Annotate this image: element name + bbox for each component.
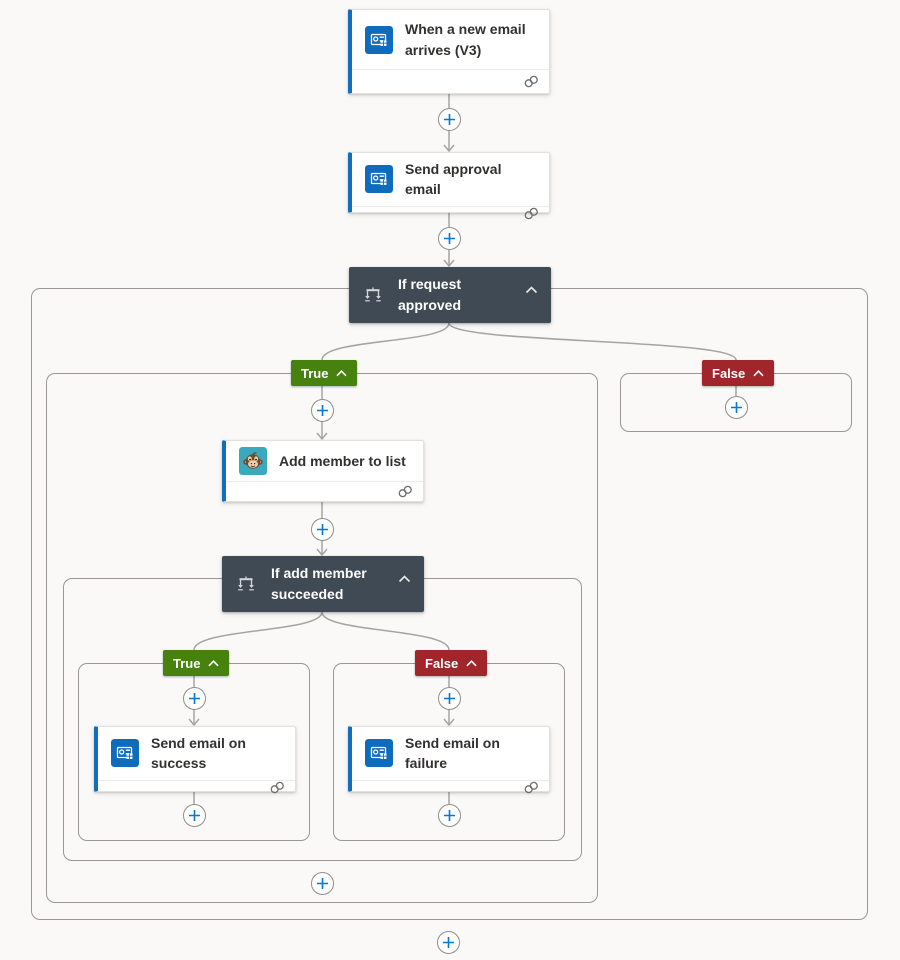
action-card-send-email-on-failure[interactable]: Send email on failure — [348, 726, 550, 794]
plus-icon — [444, 114, 455, 125]
chevron-up-icon — [466, 659, 477, 666]
action-card-send-approval-email[interactable]: Send approval email — [348, 152, 550, 219]
condition-title: If add member succeeded — [271, 565, 367, 602]
insert-step-button[interactable] — [438, 804, 461, 827]
insert-step-button[interactable] — [438, 108, 461, 131]
plus-icon — [443, 937, 454, 948]
insert-step-button[interactable] — [183, 804, 206, 827]
card-header: Send email on success — [98, 727, 295, 780]
condition-card-if-request-approved[interactable]: If request approved — [349, 267, 551, 323]
branch-label: False — [425, 655, 459, 671]
connection-link-icon[interactable] — [523, 75, 540, 88]
action-card-send-email-on-success[interactable]: Send email on success — [94, 726, 296, 794]
condition-title: If request approved — [398, 276, 462, 313]
connection-link-icon[interactable] — [269, 781, 286, 794]
plus-icon — [189, 810, 200, 821]
action-card-add-member-to-list[interactable]: Add member to list — [222, 440, 424, 502]
card-footer — [352, 779, 549, 794]
branch-badge-false-outer[interactable]: False — [702, 360, 775, 386]
condition-branch-icon — [365, 287, 381, 302]
branch-label: True — [301, 365, 329, 381]
plus-icon — [317, 405, 328, 416]
insert-step-button[interactable] — [438, 227, 461, 250]
insert-step-button[interactable] — [437, 931, 460, 954]
card-header: Add member to list — [226, 441, 423, 481]
plus-icon — [444, 810, 455, 821]
connection-link-icon[interactable] — [397, 485, 414, 498]
branch-label: True — [173, 655, 201, 671]
branch-badge-false-inner[interactable]: False — [415, 650, 488, 676]
card-header: Send approval email — [352, 153, 549, 206]
outlook-mail-icon — [111, 739, 139, 768]
plus-icon — [444, 233, 455, 244]
card-title: When a new email arrives (V3) — [405, 21, 526, 58]
mailchimp-monkey-icon — [239, 447, 267, 475]
branch-badge-true-inner[interactable]: True — [163, 650, 230, 676]
card-title: Send email on failure — [405, 735, 500, 772]
outlook-mail-icon — [365, 25, 393, 54]
card-footer — [226, 481, 423, 501]
chevron-up-icon — [208, 659, 220, 666]
insert-step-button[interactable] — [311, 872, 334, 895]
card-title: Send approval email — [405, 161, 502, 198]
branch-label: False — [712, 365, 746, 381]
plus-icon — [317, 878, 328, 889]
insert-step-button[interactable] — [183, 687, 206, 710]
insert-step-button[interactable] — [311, 518, 334, 541]
card-title: Add member to list — [279, 452, 406, 469]
card-footer — [352, 205, 549, 220]
condition-card-if-add-member-succeeded[interactable]: If add member succeeded — [222, 556, 424, 612]
card-header: Send email on failure — [352, 727, 549, 780]
insert-step-button[interactable] — [311, 399, 334, 422]
card-title: Send email on success — [151, 735, 246, 772]
card-header: When a new email arrives (V3) — [352, 10, 549, 69]
branch-badge-true-outer[interactable]: True — [291, 360, 358, 386]
plus-icon — [317, 524, 328, 535]
card-footer — [352, 69, 549, 93]
plus-icon — [731, 402, 742, 413]
chevron-up-icon[interactable] — [525, 281, 538, 299]
connection-link-icon[interactable] — [523, 207, 540, 220]
insert-step-button[interactable] — [438, 687, 461, 710]
chevron-up-icon — [753, 369, 764, 376]
card-footer — [98, 779, 295, 794]
chevron-up-icon[interactable] — [398, 570, 411, 588]
plus-icon — [444, 693, 455, 704]
outlook-mail-icon — [365, 165, 393, 194]
trigger-card-when-new-email-arrives[interactable]: When a new email arrives (V3) — [348, 9, 550, 94]
plus-icon — [189, 693, 200, 704]
outlook-mail-icon — [365, 739, 393, 768]
insert-step-button[interactable] — [725, 396, 748, 419]
condition-branch-icon — [238, 576, 254, 591]
chevron-up-icon — [336, 369, 348, 376]
connection-link-icon[interactable] — [523, 781, 540, 794]
